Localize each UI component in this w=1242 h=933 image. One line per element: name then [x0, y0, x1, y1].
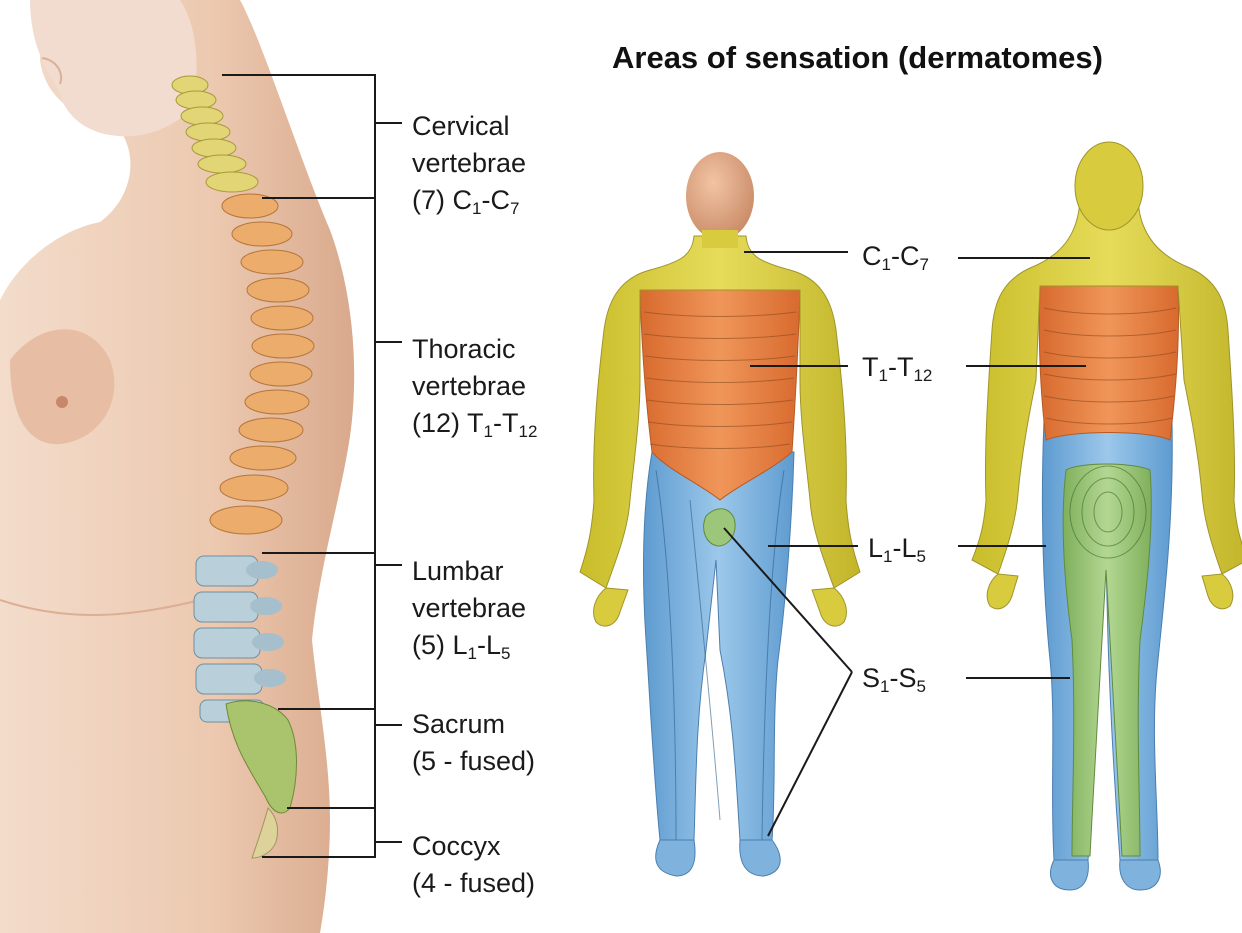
back-head	[1074, 141, 1144, 231]
front-sacral-region	[703, 508, 736, 547]
front-lumbar-region	[643, 451, 795, 841]
diagram-title: Areas of sensation (dermatomes)	[612, 40, 1103, 75]
lumbar-vertebrae	[193, 555, 286, 723]
sacrum-label: Sacrum (5 - fused)	[412, 706, 535, 780]
cervical-label-range: (7) C1-C7	[412, 185, 520, 218]
lumbar-label-range: (5) L1-L5	[412, 630, 511, 663]
sacrum-label-line2: (5 - fused)	[412, 746, 536, 776]
dermatome-label-thoracic: T1-T12	[862, 352, 933, 385]
cervical-label-line1: Cervical	[412, 111, 510, 141]
cervical-label-line2: vertebrae	[412, 148, 527, 178]
spine	[171, 75, 315, 859]
thoracic-label-line1: Thoracic	[412, 334, 516, 364]
coccyx-label-line1: Coccyx	[412, 831, 501, 861]
lumbar-label-line2: vertebrae	[412, 593, 527, 623]
sacrum-label-line1: Sacrum	[412, 709, 506, 739]
back-thoracic-region	[1038, 285, 1180, 441]
dermatome-label-lumbar: L1-L5	[868, 533, 926, 566]
coccyx-label: Coccyx (4 - fused)	[412, 828, 535, 902]
thoracic-label-line2: vertebrae	[412, 371, 527, 401]
dermatome-leader-lines	[723, 251, 1090, 837]
thoracic-count: (12)	[412, 408, 461, 438]
front-dermatome-figure	[579, 152, 861, 877]
front-head	[686, 152, 754, 240]
lumbar-vertebrae-label: Lumbar vertebrae (5) L1-L5	[412, 553, 526, 664]
coccyx-bone	[251, 807, 279, 859]
cervical-vertebrae-label: Cervical vertebrae (7) C1-C7	[412, 108, 526, 219]
lumbar-count: (5)	[412, 630, 445, 660]
thoracic-label-range: (12) T1-T12	[412, 408, 538, 441]
lumbar-label-line1: Lumbar	[412, 556, 504, 586]
back-dermatome-figure	[971, 141, 1242, 891]
back-sacral-region	[1062, 463, 1152, 857]
thoracic-vertebrae	[209, 193, 315, 535]
dermatome-label-cervical: C1-C7	[862, 241, 929, 274]
cervical-count: (7)	[412, 185, 445, 215]
thoracic-vertebrae-label: Thoracic vertebrae (12) T1-T12	[412, 331, 537, 442]
vertebrae-bracket-lines	[222, 74, 402, 858]
coccyx-label-line2: (4 - fused)	[412, 868, 536, 898]
dermatome-label-sacral: S1-S5	[862, 663, 926, 696]
back-cervical-region	[971, 199, 1242, 575]
side-body-figure	[0, 0, 355, 933]
front-cervical-region	[579, 235, 861, 589]
cervical-vertebrae	[171, 75, 259, 193]
